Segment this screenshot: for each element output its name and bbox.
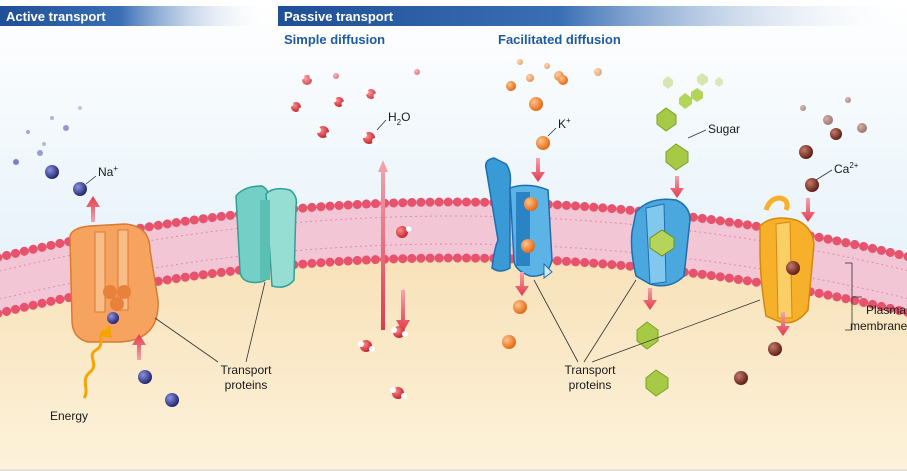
simple-diffusion-subheader: Simple diffusion [284,32,385,47]
energy-label: Energy [50,409,88,423]
calcium-label: Ca2+ [834,161,859,176]
sugar-label: Sugar [708,122,740,136]
sugar-down-arrow [643,288,657,310]
plasma-membrane-label-1: Plasma [866,303,906,317]
water-down-arrow [396,290,410,332]
sodium-pump-protein [69,223,159,343]
sodium-label: Na+ [98,164,118,179]
teal-channel-protein [235,185,298,288]
water-label: H2O [388,110,410,127]
potassium-down-arrow [515,272,529,296]
passive-transport-header-bar [278,6,907,26]
plasma-membrane-label-2: membrane [850,319,907,333]
facilitated-diffusion-subheader: Facilitated diffusion [498,32,621,47]
water-molecule-in-membrane [396,226,408,238]
potassium-ion [521,239,535,253]
calcium-ion [786,261,800,275]
sodium-out-arrow [86,196,100,222]
calcium-down-arrow [776,312,790,336]
potassium-channel-protein [484,157,553,279]
transport-proteins-label-left-1: Transport [221,363,273,377]
sodium-ions-inside [138,370,179,407]
energy-squiggle [82,328,106,399]
potassium-in-arrow [531,158,545,182]
passive-transport-header: Passive transport [284,9,394,24]
calcium-in-arrow [801,198,815,222]
transport-proteins-label-right-2: proteins [569,378,612,392]
leader-lines [85,119,862,363]
sugar-molecules [636,73,723,397]
potassium-ions-outside [506,59,602,150]
calcium-ions-inside [734,342,782,385]
energy-arrowhead [100,324,112,338]
water-double-arrow [378,160,388,330]
potassium-label: K+ [558,116,571,131]
active-transport-header-bar [0,6,268,26]
water-molecules [288,69,420,399]
active-transport-header: Active transport [6,9,106,24]
sugar-in-arrow [670,176,684,198]
calcium-ions-outside [799,97,867,192]
sugar-transporter-protein [630,198,691,287]
transport-proteins-label-left-2: proteins [225,378,268,392]
potassium-ions-inside [502,300,527,349]
transport-proteins-label-right-1: Transport [565,363,617,377]
sodium-ions-outside [13,106,87,196]
sodium-ion [107,312,119,324]
sodium-in-arrow [132,334,146,360]
potassium-ion [524,197,538,211]
